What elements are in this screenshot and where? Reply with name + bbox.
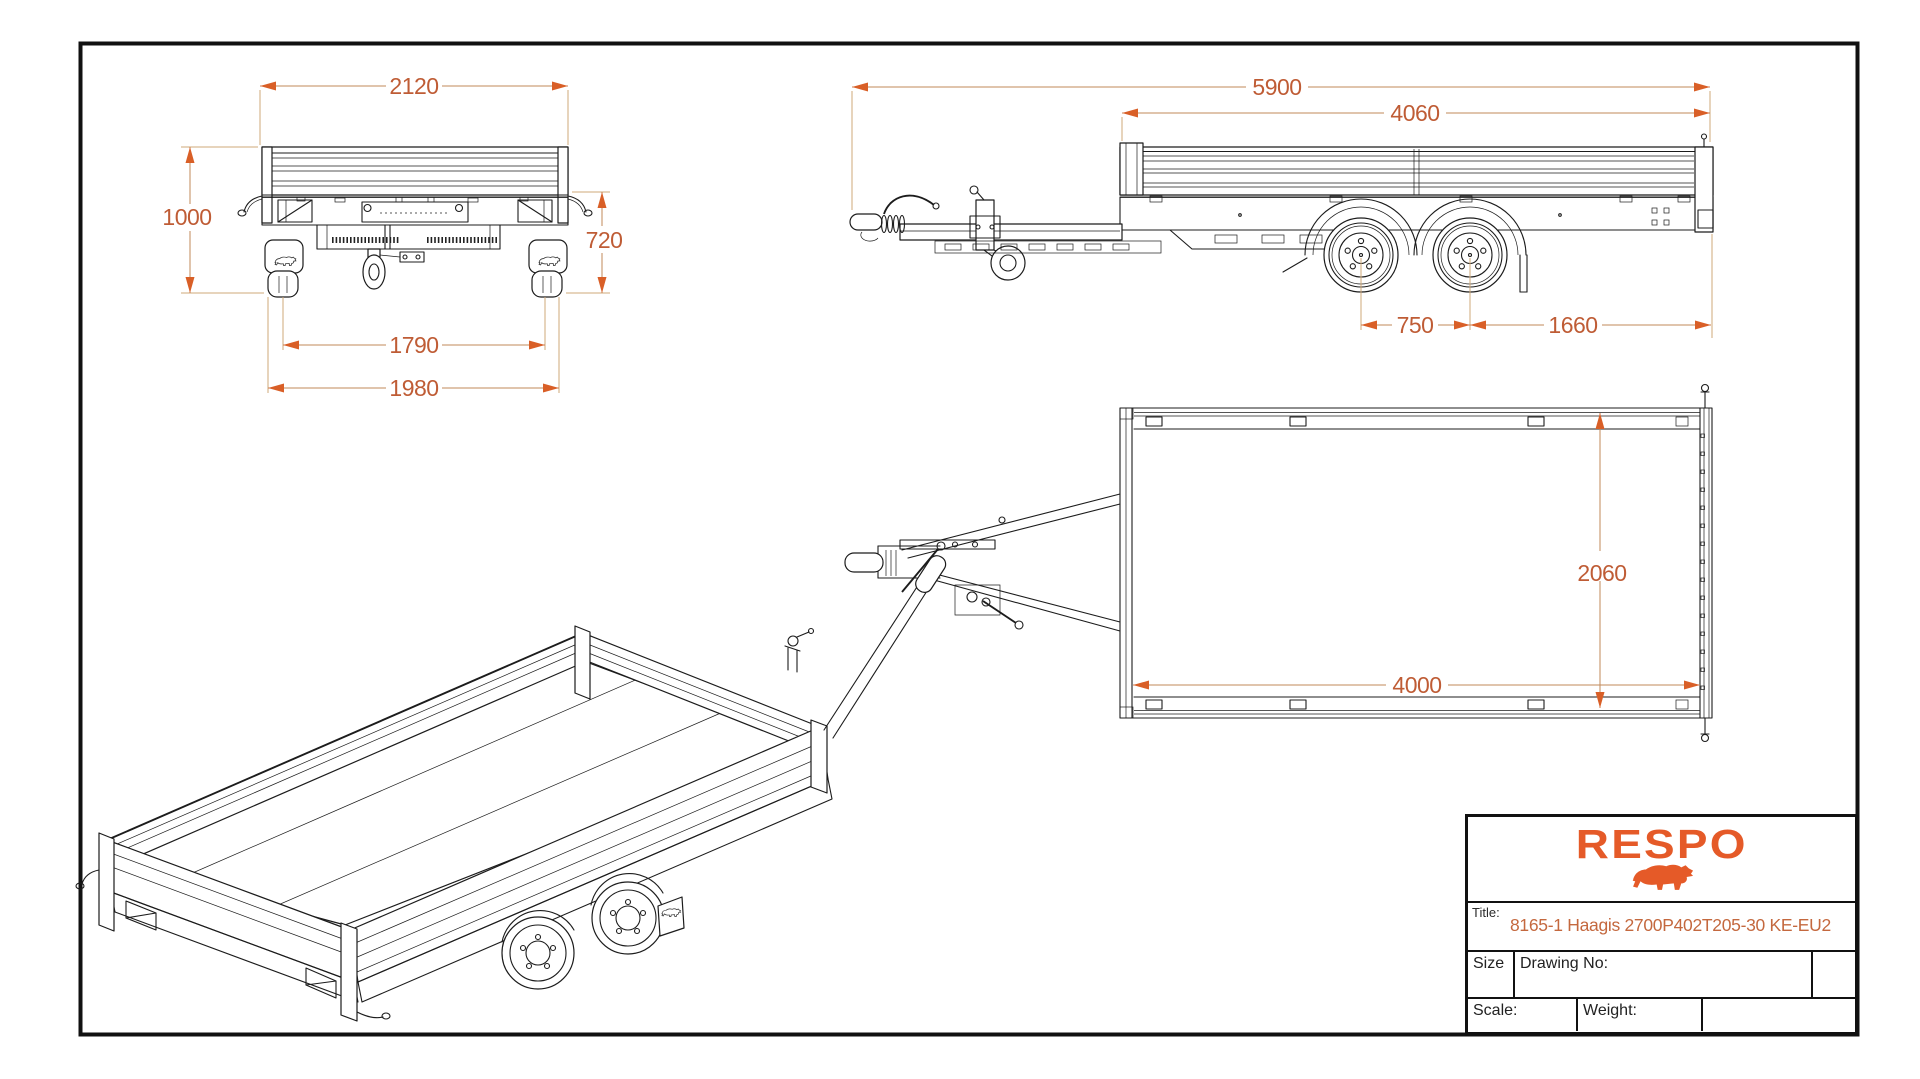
dim-rear-top-width: 2120 (389, 73, 438, 99)
dim-plan-inner-width: 2060 (1577, 560, 1626, 586)
dim-plan-inner-length: 4000 (1392, 672, 1441, 698)
scale-row-empty-cell (1703, 999, 1855, 1031)
dim-rear-height: 1000 (162, 204, 211, 230)
bull-icon (1632, 865, 1693, 891)
dim-side-overall-length: 5900 (1252, 74, 1301, 100)
rear-view-drawing (237, 146, 593, 298)
drawing-no-label: Drawing No: (1515, 952, 1813, 997)
dim-side-axle-spacing: 750 (1397, 312, 1434, 338)
title-label: Title: (1472, 905, 1500, 920)
title-block-title-row: Title: 8165-1 Haagis 2700P402T205-30 KE-… (1468, 903, 1855, 952)
size-label: Size (1468, 952, 1515, 997)
scale-label: Scale: (1468, 999, 1578, 1031)
title-block: RESPO Title: 8165-1 Haagis 2700P402T205-… (1465, 814, 1858, 1035)
side-view-dimensions: 5900 4060 750 1660 (851, 74, 1713, 338)
drawing-title: 8165-1 Haagis 2700P402T205-30 KE-EU2 (1510, 915, 1831, 935)
side-view-wheels (1323, 217, 1508, 293)
title-block-logo: RESPO (1468, 817, 1855, 903)
plan-view-drawing (844, 383, 1713, 743)
dim-rear-overall-width: 1980 (389, 375, 438, 401)
dim-side-bed-length: 4060 (1390, 100, 1439, 126)
plan-view-dimensions: 2060 4000 (1133, 413, 1700, 708)
title-block-size-row: Size Drawing No: (1468, 952, 1855, 999)
title-block-scale-row: Scale: Weight: (1468, 999, 1855, 1031)
logo-text: RESPO (1575, 820, 1748, 867)
size-row-empty-cell (1813, 952, 1855, 997)
rear-view-dimensions: 2120 1000 720 1790 1980 (162, 73, 623, 401)
side-view-drawing (849, 133, 1714, 293)
sheet-border (78, 41, 1860, 1037)
weight-label: Weight: (1578, 999, 1703, 1031)
dim-rear-frame-height: 720 (586, 227, 623, 253)
dim-rear-wheel-track: 1790 (389, 332, 438, 358)
dim-side-axle-to-rear: 1660 (1548, 312, 1597, 338)
iso-view-drawing (75, 541, 947, 1022)
